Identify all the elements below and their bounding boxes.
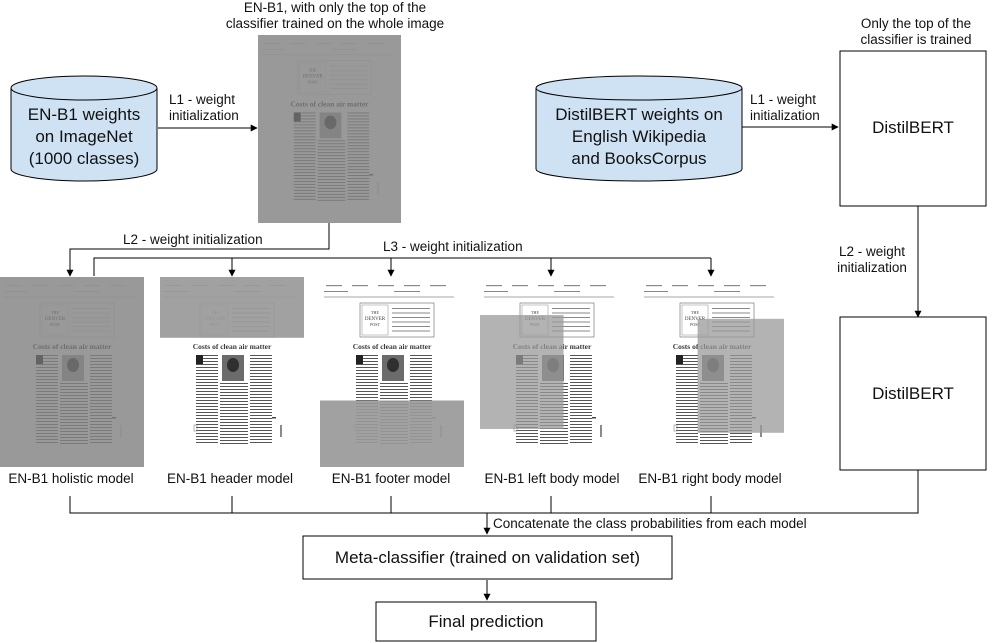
distilbert-bottom-box xyxy=(839,316,987,471)
model-image-footer-masthead-2: DENVER xyxy=(365,317,386,322)
center-image-caption-line1: EN-B1, with only the top of the xyxy=(243,0,427,15)
distilbert-top-label: DistilBERT xyxy=(872,118,954,137)
en-weights-line1: EN-B1 weights xyxy=(27,105,141,124)
final-prediction-box xyxy=(375,601,597,642)
concat-bus xyxy=(69,470,919,514)
meta-classifier-box xyxy=(302,535,673,580)
final-prediction-label: Final prediction xyxy=(428,612,544,631)
center-newspaper-image-shade xyxy=(258,35,401,223)
concat-label: Concatenate the class probabilities from… xyxy=(493,516,807,531)
bert-weights-line3: and BooksCorpus xyxy=(571,149,707,168)
only-top-line2: classifier is trained xyxy=(860,32,972,47)
l1-left-label: L1 - weight initialization xyxy=(169,92,239,124)
bert-weights-line2: English Wikipedia xyxy=(571,127,707,146)
only-top-line1: Only the top of the xyxy=(860,16,972,31)
l2-right-label: L2 - weight initialization xyxy=(826,244,918,276)
arrow-l3-bus xyxy=(93,257,711,276)
model-image-footer-shade xyxy=(320,400,464,467)
model-label-header: EN-B1 header model xyxy=(166,471,294,486)
model-image-right-masthead-3: POST xyxy=(690,322,700,327)
only-top-label: Only the top of the classifier is traine… xyxy=(836,16,994,48)
l3-label: L3 - weight initialization xyxy=(383,239,523,254)
l1-left-line2: initialization xyxy=(169,108,239,123)
model-image-left-shade xyxy=(480,315,564,429)
model-image-right-shade xyxy=(697,318,784,433)
arrow-l2-left xyxy=(66,223,330,277)
en-weights-cylinder xyxy=(10,75,158,182)
model-image-right-masthead-1: THE xyxy=(691,310,699,315)
en-weights-line2: on ImageNet xyxy=(35,127,133,146)
l2-right-line2: initialization xyxy=(837,260,907,275)
bert-weights-cylinder xyxy=(535,75,743,182)
center-image-caption-line2: classifier trained on the whole image xyxy=(225,16,445,31)
model-label-right-body: EN-B1 right body model xyxy=(638,471,782,486)
distilbert-top-box xyxy=(839,50,987,207)
bert-weights-label: DistilBERT weights on English Wikipedia … xyxy=(536,104,742,170)
model-image-footer-masthead-3: POST xyxy=(370,322,380,327)
l2-right-line1: L2 - weight xyxy=(838,244,906,259)
meta-classifier-label: Meta-classifier (trained on validation s… xyxy=(334,548,641,567)
l1-left-line1: L1 - weight xyxy=(169,92,236,107)
bert-weights-line1: DistilBERT weights on xyxy=(555,105,723,124)
model-image-header-headline: Costs of clean air matter xyxy=(193,342,272,351)
model-image-header-shade xyxy=(160,277,304,338)
l1-right-line2: initialization xyxy=(750,108,820,123)
l1-right-label: L1 - weight initialization xyxy=(750,92,820,124)
model-image-all-shade xyxy=(0,277,144,467)
model-image-footer-headline: Costs of clean air matter xyxy=(353,342,432,351)
distilbert-bottom-label: DistilBERT xyxy=(872,384,954,403)
l1-right-line1: L1 - weight xyxy=(750,92,817,107)
model-label-footer: EN-B1 footer model xyxy=(331,471,451,486)
model-image-right-masthead-2: DENVER xyxy=(685,317,706,322)
center-image-caption: EN-B1, with only the top of the classifi… xyxy=(200,0,470,32)
model-image-left-masthead-1: THE xyxy=(531,310,539,315)
en-weights-line3: (1000 classes) xyxy=(28,149,140,168)
l2-left-label: L2 - weight initialization xyxy=(123,232,263,247)
en-weights-label: EN-B1 weights on ImageNet (1000 classes) xyxy=(11,104,157,170)
model-label-left-body: EN-B1 left body model xyxy=(484,471,620,486)
model-label-holistic: EN-B1 holistic model xyxy=(8,471,134,486)
model-image-footer-masthead-1: THE xyxy=(371,310,379,315)
